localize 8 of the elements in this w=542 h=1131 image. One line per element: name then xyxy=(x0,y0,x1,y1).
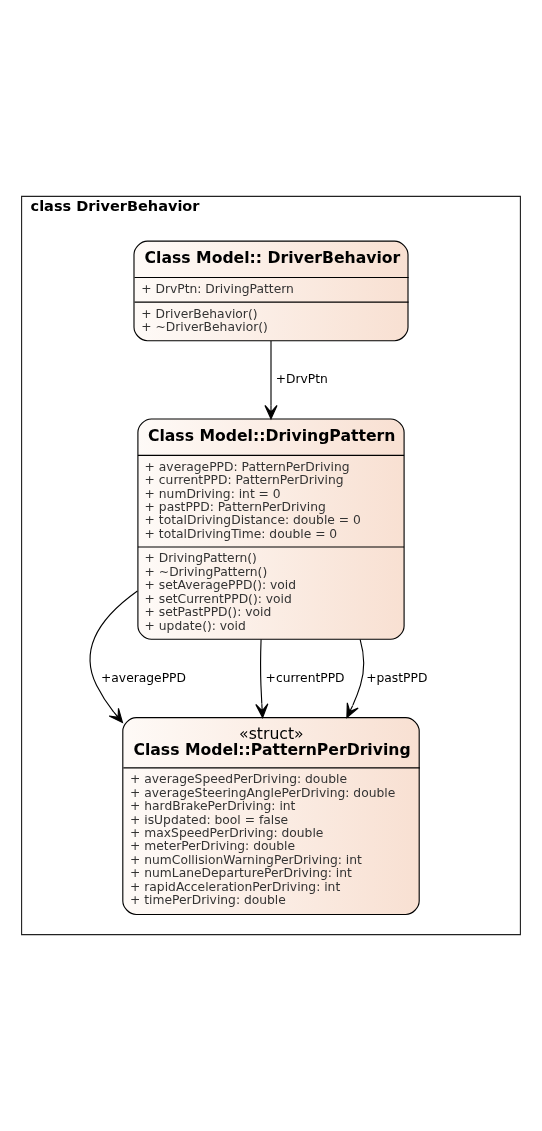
edge-label: +currentPPD xyxy=(265,670,345,685)
arrow xyxy=(346,639,365,719)
arrow xyxy=(255,638,269,719)
arrow xyxy=(89,590,138,724)
edge-label: +pastPPD xyxy=(366,670,428,685)
edge-label: +averagePPD xyxy=(101,670,186,685)
edge-label: +DrvPtn xyxy=(275,371,328,386)
arrow xyxy=(264,340,278,420)
